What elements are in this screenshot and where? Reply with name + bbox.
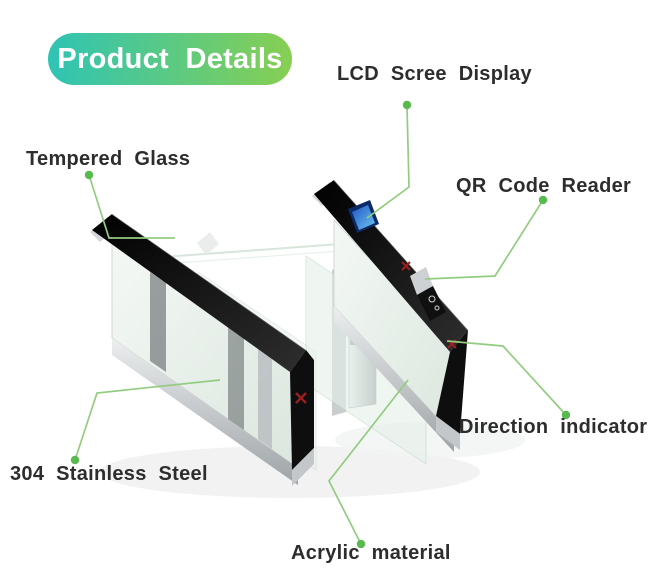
label-lcd-screen-display: LCD Scree Display	[337, 63, 532, 85]
callout-line-tempered-glass	[88, 174, 175, 239]
callout-dot-direction-indicator	[561, 410, 571, 420]
callout-line-acrylic-material	[327, 379, 409, 545]
direction-indicator-x-left	[295, 392, 307, 404]
left-cabinet	[90, 213, 314, 486]
callout-line-stainless-steel	[74, 379, 221, 461]
left-cabinet-top-band	[92, 214, 306, 372]
callout-dot-stainless-steel	[70, 455, 80, 465]
direction-indicator-x-top	[401, 261, 411, 271]
left-cabinet-inner-post	[150, 272, 166, 372]
product-details-badge: Product Details	[48, 33, 292, 85]
right-cabinet-front-face	[436, 330, 468, 434]
callout-dot-acrylic-material	[356, 539, 366, 549]
callout-dot-lcd-screen	[402, 100, 412, 110]
label-304-stainless-steel: 304 Stainless Steel	[10, 463, 208, 485]
callout-line-qr-code-reader	[424, 199, 544, 280]
left-cabinet-front-base	[292, 448, 314, 486]
far-glass-edges	[149, 243, 341, 266]
label-acrylic-material: Acrylic material	[291, 542, 451, 564]
label-tempered-glass: Tempered Glass	[26, 148, 191, 170]
badge-label: Product Details	[57, 42, 283, 75]
left-cabinet-inner-post-2	[228, 327, 244, 430]
lcd-screen	[348, 200, 379, 233]
callout-dot-qr-code-reader	[538, 195, 548, 205]
qr-reader-module	[410, 267, 446, 321]
left-cabinet-stainless-base	[112, 338, 298, 485]
left-cabinet-inner-rail	[258, 348, 272, 449]
callout-line-lcd-screen	[366, 104, 410, 219]
callout-line-direction-indicator	[446, 340, 567, 416]
left-cabinet-band-joint	[197, 232, 219, 255]
callout-dot-tempered-glass	[84, 170, 94, 180]
right-cabinet-stainless-base	[334, 306, 454, 452]
label-direction-indicator: Direction indicator	[459, 416, 648, 438]
right-cabinet	[312, 179, 469, 452]
left-cabinet-front-face	[290, 350, 314, 470]
right-cabinet-front-base	[436, 416, 460, 450]
label-qr-code-reader: QR Code Reader	[456, 175, 632, 197]
